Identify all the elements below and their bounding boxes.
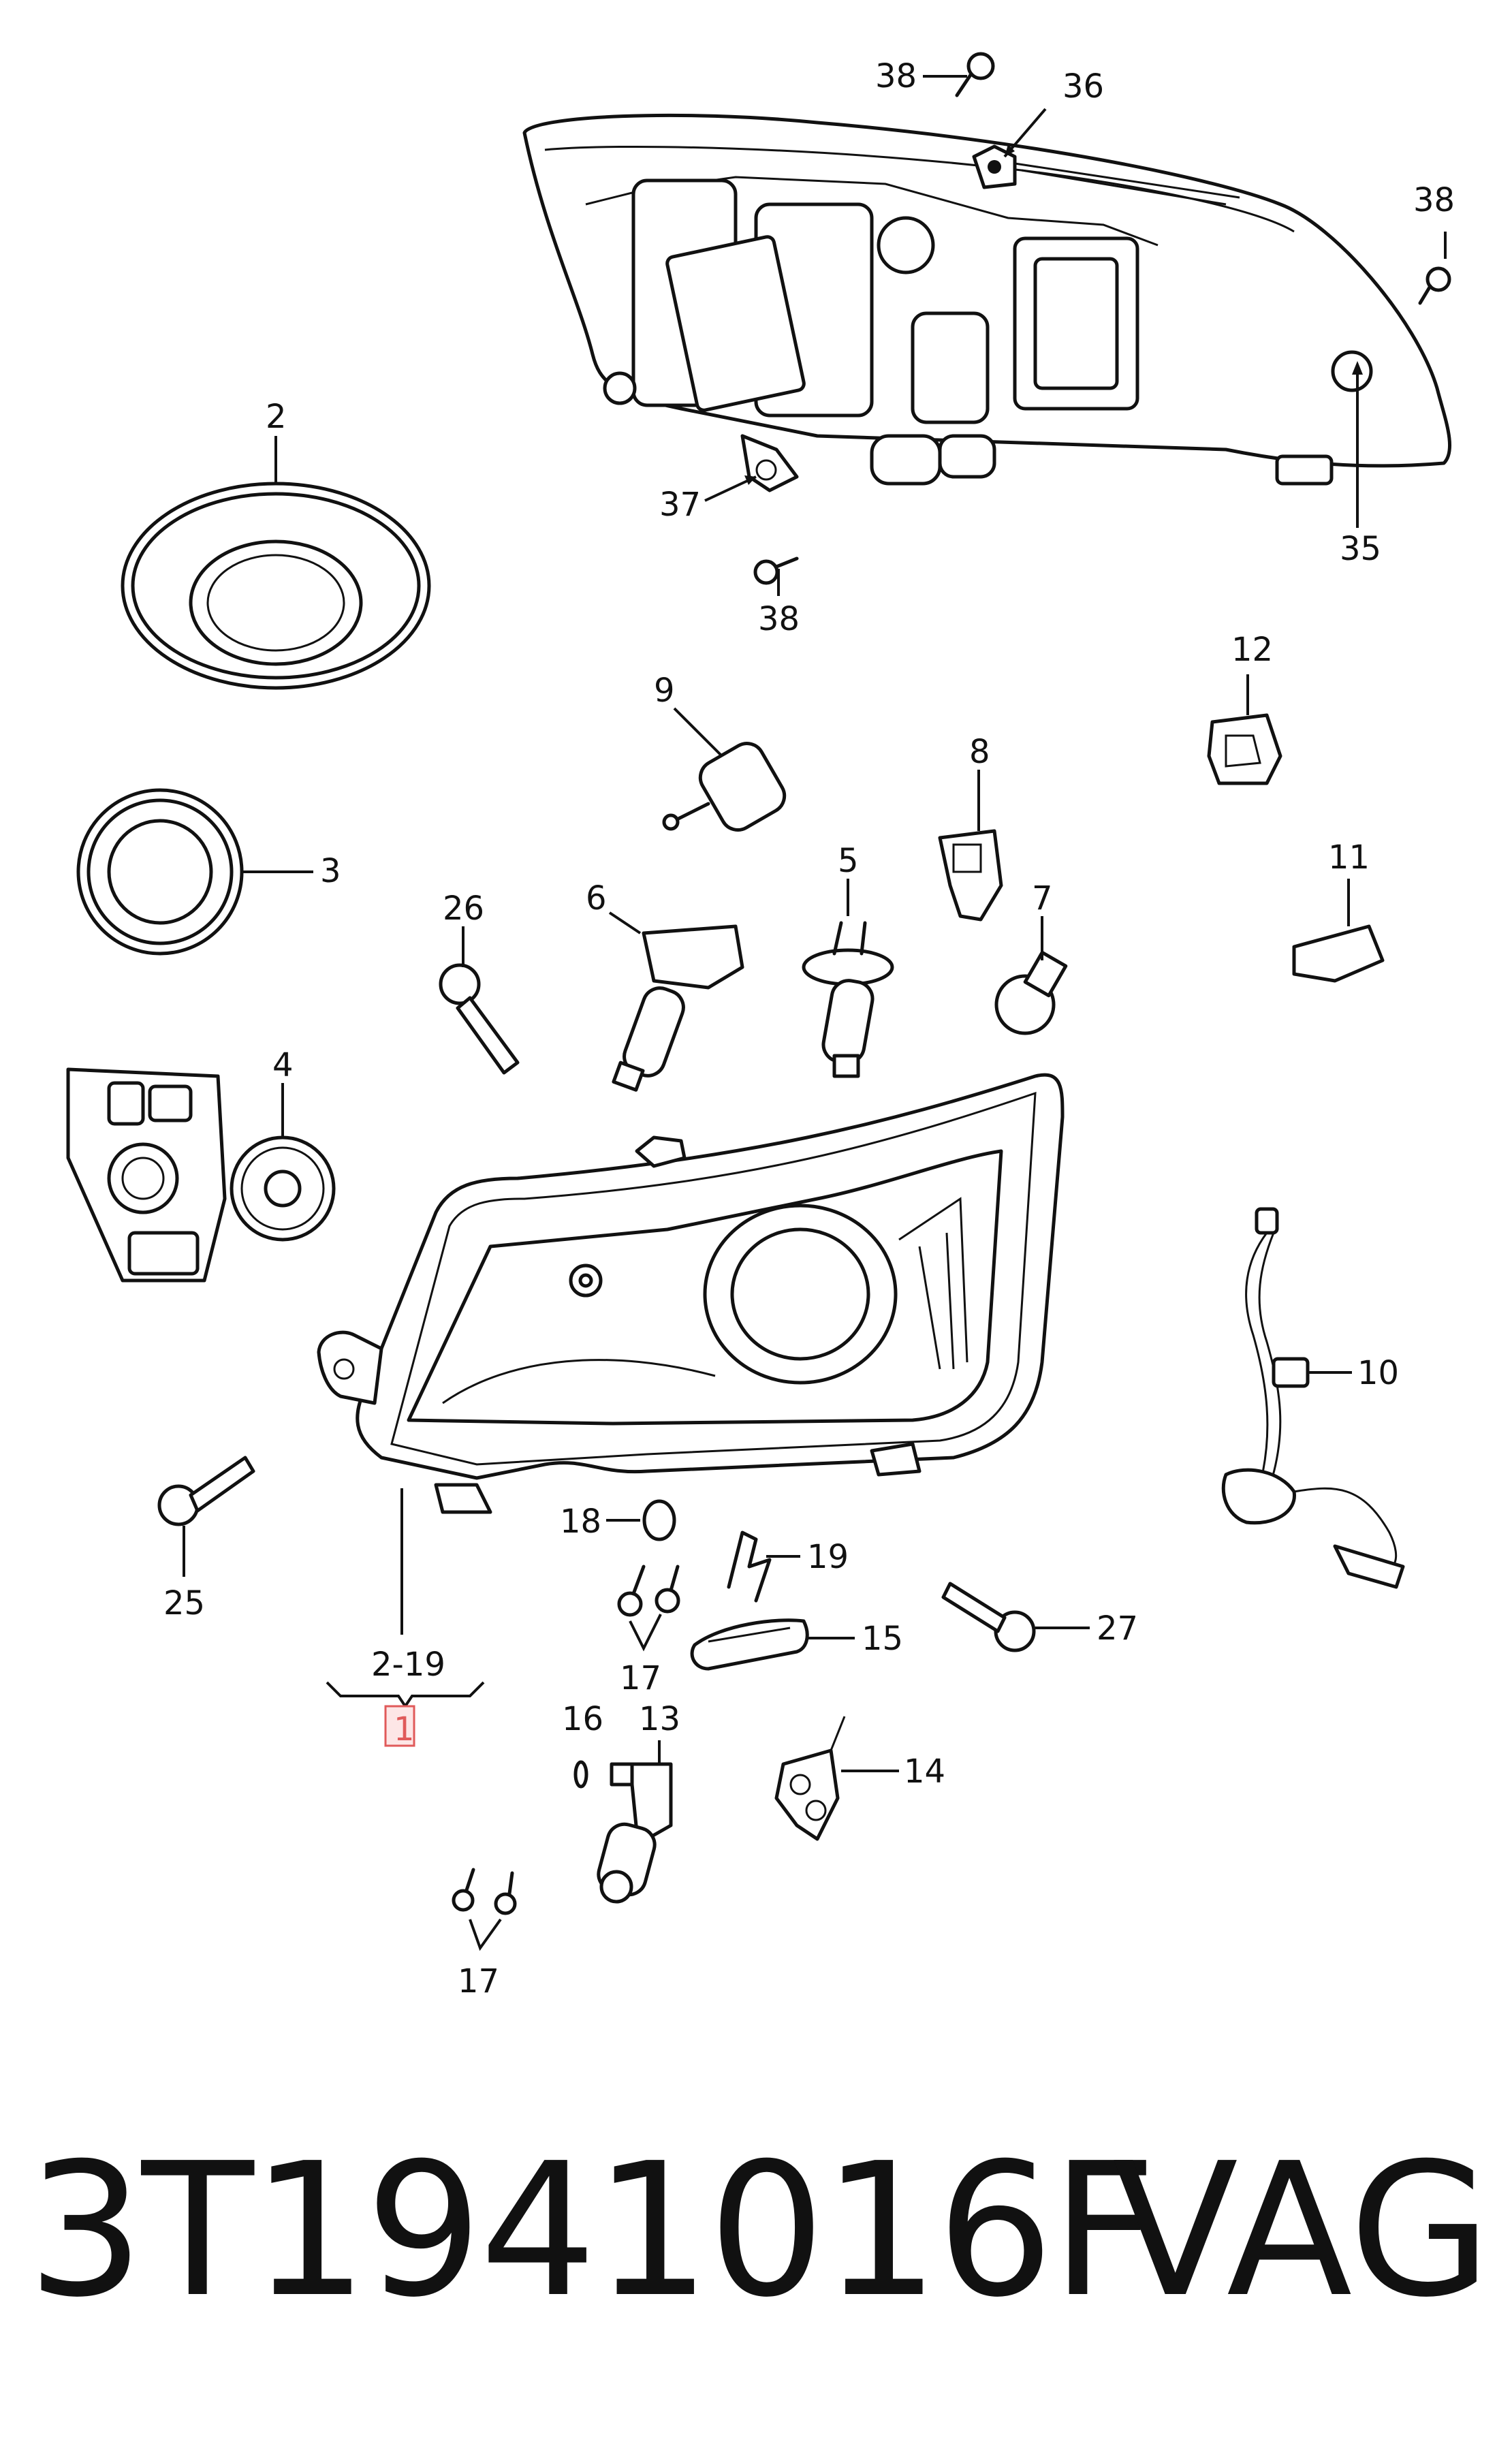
callout-labels: 38 36 38 37 35 38 2 3 4 9 12 8 5 6 26 7 … — [163, 57, 1455, 2000]
part-25-screw — [157, 1456, 255, 1577]
callout-27: 27 — [1097, 1609, 1138, 1648]
callout-6: 6 — [586, 879, 607, 917]
part-15-cover — [690, 1618, 855, 1671]
callout-38-top: 38 — [875, 57, 917, 95]
callout-4: 4 — [272, 1046, 294, 1084]
brand-name: VAG — [1112, 2123, 1492, 2338]
callout-11: 11 — [1328, 838, 1370, 877]
callout-35: 35 — [1340, 530, 1381, 568]
part-18-washer — [606, 1499, 676, 1541]
callout-2-19: 2-19 — [371, 1646, 445, 1684]
item-1-highlight-box — [384, 1705, 415, 1747]
top-leaders — [704, 75, 1447, 596]
headlight-rear-housing — [522, 113, 1452, 492]
group-bracket — [326, 1681, 485, 1747]
part-27-screw — [941, 1582, 1090, 1652]
callout-2: 2 — [266, 398, 287, 436]
screw-38-center — [753, 556, 799, 585]
callout-25: 25 — [163, 1584, 205, 1622]
callout-9: 9 — [654, 672, 675, 710]
part-8-holder — [938, 770, 1003, 922]
part-17-screws-lower — [452, 1868, 517, 1951]
part-16-o-ring — [573, 1760, 588, 1789]
part-10-wiring-harness — [1221, 1207, 1405, 1589]
screw-38-right — [1418, 266, 1451, 305]
callout-3: 3 — [320, 852, 341, 890]
callout-7: 7 — [1032, 879, 1053, 917]
part-7-bulb — [994, 916, 1068, 1035]
part-12-socket — [1207, 674, 1282, 785]
part-5-bulb — [802, 879, 894, 1078]
callout-5: 5 — [838, 842, 859, 880]
part-number: 3T1941016F — [27, 2123, 1156, 2338]
callout-38-right: 38 — [1413, 181, 1455, 219]
callout-37: 37 — [659, 486, 701, 524]
callout-13: 13 — [639, 1700, 680, 1738]
callout-17-upper: 17 — [620, 1659, 661, 1697]
screw-38-top — [955, 52, 995, 97]
callout-19: 19 — [807, 1538, 849, 1576]
callout-17-lower: 17 — [458, 1962, 499, 2000]
part-4-bracket — [66, 1067, 227, 1283]
callout-18: 18 — [560, 1503, 601, 1541]
part-9-bulb — [662, 707, 787, 832]
callout-38-center: 38 — [758, 600, 800, 638]
callout-8: 8 — [969, 733, 990, 771]
part-4-cap — [230, 1083, 336, 1242]
callout-15: 15 — [862, 1620, 903, 1658]
callout-12: 12 — [1231, 631, 1273, 669]
footer: 3T1941016F VAG — [27, 2129, 1492, 2333]
part-19-clip — [727, 1530, 800, 1603]
part-6-bulb — [608, 911, 744, 1092]
part-2-cover-cap — [121, 436, 431, 690]
callout-10: 10 — [1357, 1354, 1399, 1392]
part-14-bracket — [774, 1716, 899, 1841]
part-13-washer-nozzle — [597, 1740, 673, 1904]
callout-36: 36 — [1062, 67, 1104, 106]
part-1-headlight-assembly — [317, 1073, 1065, 1635]
callout-16: 16 — [562, 1700, 603, 1738]
callout-1: 1 — [394, 1710, 415, 1748]
part-26-screw — [439, 926, 520, 1075]
part-3-seal-ring — [76, 788, 313, 956]
callout-14: 14 — [904, 1753, 945, 1791]
callout-26: 26 — [443, 890, 484, 928]
part-17-screws-upper — [617, 1565, 680, 1652]
part-11-connector — [1292, 879, 1385, 983]
